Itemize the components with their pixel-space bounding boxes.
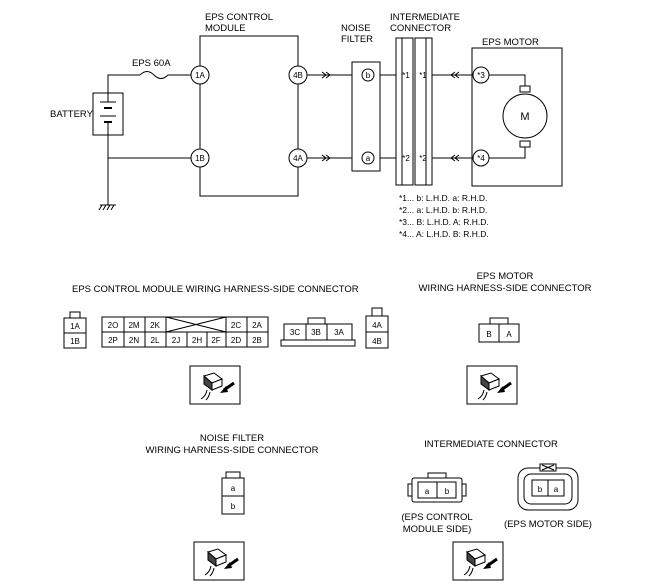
ic-module-side-pin-a: a xyxy=(425,487,430,496)
eps-module-label-2: MODULE xyxy=(205,23,246,34)
wire-battery-top xyxy=(107,74,140,93)
motor-icon xyxy=(502,93,548,139)
terminal-1a xyxy=(190,65,210,85)
note-3: *3... B: L.H.D. A: R.H.D. xyxy=(399,217,489,227)
ic-motor-side-caption: (EPS MOTOR SIDE) xyxy=(504,519,592,530)
wire-4a-to-noise-filter xyxy=(307,154,352,162)
intermediate-connector-section: INTERMEDIATE CONNECTOR a b (EPS CONTROL … xyxy=(401,439,592,581)
ic-module-side-caption-2: MODULE SIDE) xyxy=(403,524,472,535)
noise-filter-terminal-a xyxy=(361,151,375,165)
noise-filter-terminal-b-label: b xyxy=(366,71,371,80)
note-1: *1... b: L.H.D. a: R.H.D. xyxy=(399,193,487,203)
eps-module-connector-section: EPS CONTROL MODULE WIRING HARNESS-SIDE C… xyxy=(63,284,389,405)
pin-2n: 2N xyxy=(129,336,139,345)
pin-1a: 1A xyxy=(70,322,80,331)
noise-filter-connector-section: NOISE FILTER WIRING HARNESS-SIDE CONNECT… xyxy=(146,433,319,581)
pin-2l: 2L xyxy=(151,336,160,345)
noise-filter-pin-a: a xyxy=(231,484,236,493)
pin-2c: 2C xyxy=(231,321,241,330)
motor-symbol: M xyxy=(520,111,529,123)
eps-module-connector-title: EPS CONTROL MODULE WIRING HARNESS-SIDE C… xyxy=(72,284,359,295)
harness-plug-icon xyxy=(189,365,241,405)
noise-filter-pin-b: b xyxy=(231,502,236,511)
terminal-1b-label: 1B xyxy=(195,154,205,163)
pin-1b: 1B xyxy=(70,337,80,346)
motor-terminal-3-label: *3 xyxy=(477,71,485,80)
pin-2f: 2F xyxy=(211,336,220,345)
ic-right-terminal-1: *1 xyxy=(419,71,427,80)
eps-motor-connector-section: EPS MOTOR WIRING HARNESS-SIDE CONNECTOR … xyxy=(419,271,592,405)
ic-right-terminal-2: *2 xyxy=(419,154,427,163)
wire-ic-to-motor-top xyxy=(432,71,472,79)
motor-pin-a: A xyxy=(506,330,512,339)
noise-filter-connector-title-1: NOISE FILTER xyxy=(200,433,264,444)
battery-symbol xyxy=(100,93,116,135)
terminal-4b-label: 4B xyxy=(293,71,303,80)
motor-terminal-4-label: *4 xyxy=(477,154,485,163)
intermediate-left-body xyxy=(395,37,414,186)
harness-plug-icon xyxy=(193,541,245,581)
fuse-label: EPS 60A xyxy=(132,58,171,69)
battery-label: BATTERY xyxy=(50,109,94,120)
note-4: *4... A: L.H.D. B: R.H.D. xyxy=(399,229,489,239)
noise-filter-terminal-b xyxy=(361,68,375,82)
harness-plug-icon xyxy=(466,365,518,405)
intermediate-connector-title: INTERMEDIATE CONNECTOR xyxy=(424,439,558,450)
wire-4b-to-noise-filter xyxy=(307,71,352,79)
terminal-1b xyxy=(190,148,210,168)
intermediate-label-1: INTERMEDIATE xyxy=(390,12,460,23)
ic-motor-side-pin-a: a xyxy=(554,485,559,494)
noise-filter-connector-title-2: WIRING HARNESS-SIDE CONNECTOR xyxy=(146,445,319,456)
schematic: BATTERY EPS 60A EPS CONTROL MODULE xyxy=(50,12,563,239)
noise-filter-label-2: FILTER xyxy=(341,34,373,45)
eps-motor-connector-title-2: WIRING HARNESS-SIDE CONNECTOR xyxy=(419,283,592,294)
ic-left-terminal-1: *1 xyxy=(402,71,410,80)
terminal-1a-label: 1A xyxy=(195,71,205,80)
pin-2m: 2M xyxy=(128,321,139,330)
ic-motor-side-pin-b: b xyxy=(538,485,543,494)
ic-module-side-pin-b: b xyxy=(445,487,450,496)
pin-2p: 2P xyxy=(108,336,118,345)
terminal-4a-label: 4A xyxy=(293,154,303,163)
ground-icon xyxy=(98,204,116,211)
pin-2j: 2J xyxy=(172,336,180,345)
noise-filter-label-1: NOISE xyxy=(341,23,371,34)
pin-3c: 3C xyxy=(290,328,300,337)
connector-blank-area xyxy=(165,316,227,333)
pin-2k: 2K xyxy=(150,321,160,330)
eps-control-module-box xyxy=(199,35,299,197)
note-2: *2... a: L.H.D. b: R.H.D. xyxy=(399,205,487,215)
fuse-icon xyxy=(139,71,169,79)
motor-label: EPS MOTOR xyxy=(482,37,539,48)
noise-filter-terminal-a-label: a xyxy=(366,154,371,163)
pin-4b: 4B xyxy=(372,337,382,346)
pin-2d: 2D xyxy=(231,336,241,345)
eps-module-label-1: EPS CONTROL xyxy=(205,12,273,23)
ic-module-side-caption-1: (EPS CONTROL xyxy=(401,512,472,523)
pin-3a: 3A xyxy=(334,328,344,337)
motor-pin-b: B xyxy=(486,330,491,339)
eps-motor-connector-title-1: EPS MOTOR xyxy=(477,271,534,282)
pin-2b: 2B xyxy=(252,336,262,345)
intermediate-label-2: CONNECTOR xyxy=(390,23,451,34)
pin-4a: 4A xyxy=(372,321,382,330)
pin-2h: 2H xyxy=(192,336,202,345)
pin-2o: 2O xyxy=(108,321,119,330)
intermediate-right-body xyxy=(414,37,433,186)
pin-3b: 3B xyxy=(311,328,321,337)
ic-left-terminal-2: *2 xyxy=(402,154,410,163)
harness-plug-icon xyxy=(452,541,504,581)
pin-2a: 2A xyxy=(252,321,262,330)
wire-ic-to-motor-bottom xyxy=(432,154,472,162)
